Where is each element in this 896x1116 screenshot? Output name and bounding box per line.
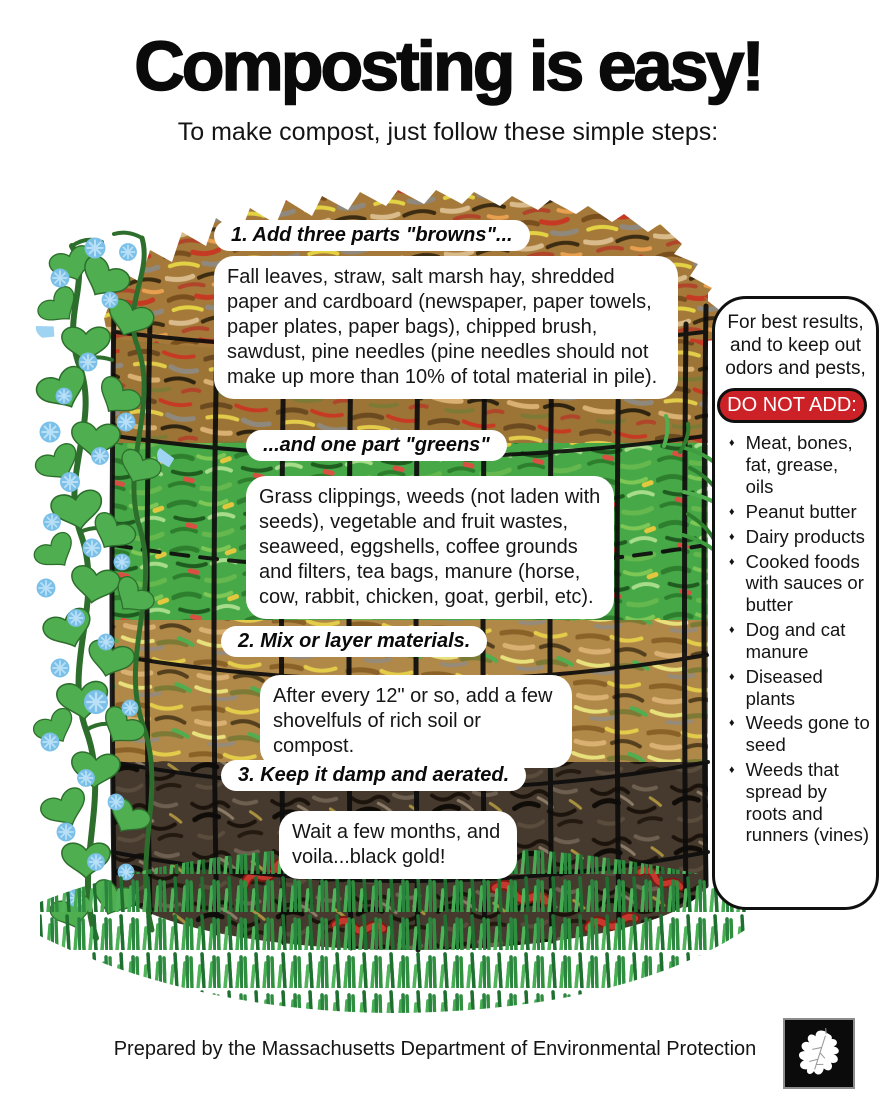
- step-3-text: Wait a few months, and voila...black gol…: [279, 811, 517, 879]
- list-item: ♦Cooked foods with sauces or butter: [729, 550, 864, 616]
- step-greens-label: ...and one part "greens": [246, 430, 507, 461]
- panel-intro: For best results, and to keep out odors …: [725, 312, 866, 379]
- oak-leaf-icon: [799, 1027, 839, 1074]
- list-item: ♦Dairy products: [729, 525, 865, 547]
- do-not-add-badge: DO NOT ADD:: [717, 388, 867, 424]
- diamond-bullet-icon: ♦: [729, 717, 735, 730]
- diamond-bullet-icon: ♦: [729, 555, 735, 568]
- step-greens-text: Grass clippings, weeds (not laden with s…: [246, 476, 614, 619]
- diamond-bullet-icon: ♦: [729, 624, 735, 637]
- page-subtitle: To make compost, just follow these simpl…: [177, 118, 719, 146]
- page-title: Composting is easy!: [133, 26, 765, 106]
- footer-credit: Prepared by the Massachusetts Department…: [113, 1038, 757, 1060]
- step-2-label: 2. Mix or layer materials.: [221, 626, 488, 657]
- step-3-label: 3. Keep it damp and aerated.: [221, 760, 527, 791]
- list-item: ♦Meat, bones, fat, grease, oils: [729, 432, 853, 498]
- do-not-add-list: ♦Meat, bones, fat, grease, oils ♦Peanut …: [721, 432, 870, 846]
- list-item: ♦Weeds that spread by roots and runners …: [729, 758, 870, 846]
- list-item: ♦Dog and cat manure: [729, 619, 846, 662]
- step-1-label: 1. Add three parts "browns"...: [214, 220, 530, 251]
- do-not-add-panel: For best results, and to keep out odors …: [712, 296, 879, 910]
- list-item: ♦Diseased plants: [729, 665, 823, 709]
- diamond-bullet-icon: ♦: [729, 437, 735, 450]
- diamond-bullet-icon: ♦: [729, 763, 735, 776]
- grass-illustration: [40, 845, 748, 1013]
- diamond-bullet-icon: ♦: [729, 670, 735, 683]
- list-item: ♦Peanut butter: [729, 500, 857, 522]
- diamond-bullet-icon: ♦: [729, 530, 735, 543]
- step-1-text: Fall leaves, straw, salt marsh hay, shre…: [214, 256, 678, 399]
- massdep-logo: [783, 1018, 855, 1089]
- step-2-text: After every 12" or so, add a few shovelf…: [260, 675, 572, 768]
- diamond-bullet-icon: ♦: [729, 505, 735, 518]
- vine-illustration: [29, 230, 176, 941]
- list-item: ♦Weeds gone to seed: [729, 712, 870, 756]
